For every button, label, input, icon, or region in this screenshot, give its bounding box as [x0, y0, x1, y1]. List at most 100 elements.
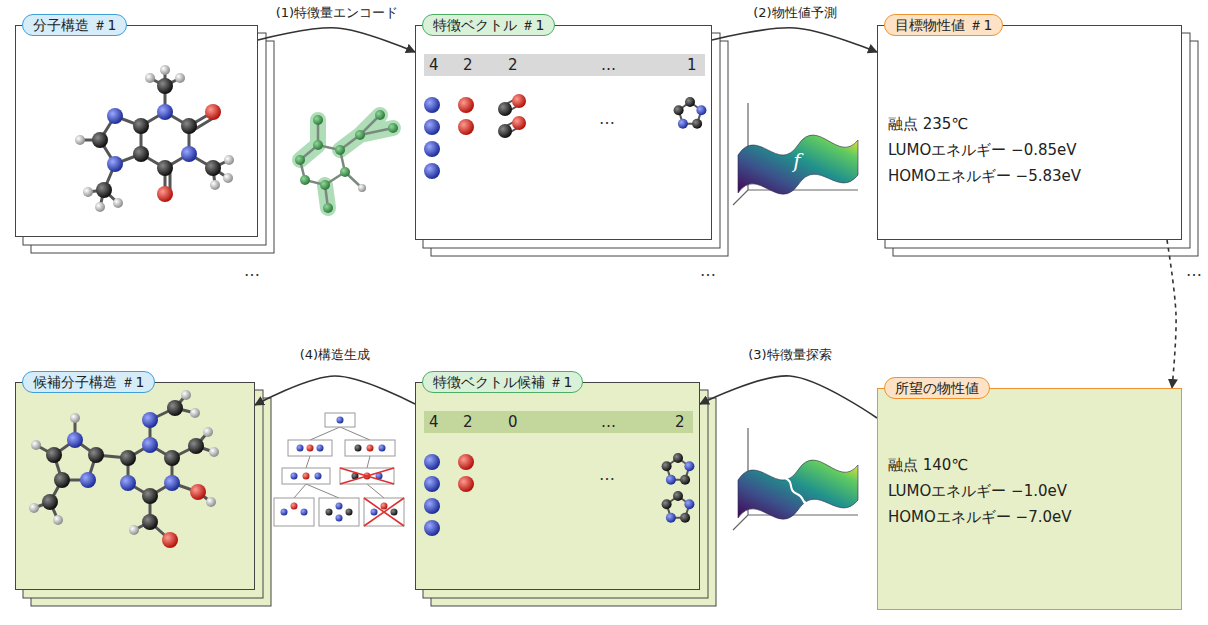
property-value: HOMOエネルギー −7.0eV	[888, 507, 1072, 527]
property-value: 融点 235℃	[888, 114, 968, 134]
illustration-part	[133, 146, 149, 162]
illustration-part	[458, 119, 474, 135]
illustration-part	[738, 460, 858, 519]
flow-arrow	[1167, 240, 1176, 388]
illustration-part	[498, 124, 512, 138]
illustration-part	[297, 445, 304, 452]
illustration-part	[388, 123, 398, 133]
illustration-part	[458, 454, 474, 470]
illustration-part	[303, 473, 310, 480]
illustration-part	[320, 180, 330, 190]
card-title-tab: 目標物性値 ＃1	[884, 14, 1003, 36]
illustration-part	[424, 119, 440, 135]
property-surface	[733, 103, 858, 205]
property-card: 所望の物性値融点 140℃LUMOエネルギー −1.0eVHOMOエネルギー −…	[877, 388, 1182, 610]
card-title-tab: 分子構造 ＃1	[22, 14, 127, 36]
illustration-part	[381, 503, 388, 510]
illustration-part	[674, 97, 707, 129]
ellipsis-mark: …	[700, 262, 716, 280]
feature-count: 2	[675, 412, 685, 432]
illustration-part	[498, 102, 512, 116]
illustration-part	[162, 532, 178, 548]
illustration-part	[294, 427, 384, 498]
illustration-part	[300, 115, 393, 208]
illustration-part	[326, 509, 333, 516]
feature-count: …	[601, 55, 616, 75]
illustration-part	[662, 453, 695, 485]
feature-count: 0	[508, 412, 518, 432]
illustration-part	[375, 110, 385, 120]
illustration-part	[424, 476, 440, 492]
step-label: (2)物性値予測	[751, 4, 838, 22]
flow-arrow	[255, 376, 415, 405]
illustration-part	[31, 440, 41, 450]
illustration-part	[206, 497, 216, 507]
function-symbol: f	[793, 150, 800, 172]
property-card: 目標物性値 ＃1融点 235℃LUMOエネルギー −0.85eVHOMOエネルギ…	[877, 25, 1182, 240]
illustration-part	[205, 160, 221, 176]
illustration-part	[424, 141, 440, 157]
card-ground	[15, 25, 258, 237]
molecule-card: 分子構造 ＃1	[15, 25, 258, 237]
illustration-part	[181, 146, 197, 162]
illustration-part	[371, 509, 378, 516]
illustration-part	[346, 509, 353, 516]
illustration-part	[145, 73, 155, 83]
illustration-part	[300, 175, 310, 185]
card-title-tab: 候補分子構造 ＃1	[22, 371, 155, 393]
card-ground	[877, 25, 1182, 240]
illustration-part	[319, 498, 359, 526]
illustration-part	[75, 135, 85, 145]
card-ground	[415, 382, 700, 590]
illustration-part	[337, 417, 344, 424]
illustration-part	[458, 97, 474, 113]
card-title-tab: 特徴ベクトル ＃1	[422, 14, 555, 36]
illustration-part	[88, 447, 104, 463]
illustration-part	[355, 445, 362, 452]
illustration-part	[336, 515, 343, 522]
illustration-part	[80, 472, 96, 488]
illustration-part	[738, 135, 858, 194]
step-label: (4)構造生成	[298, 346, 372, 364]
illustration-part	[42, 494, 58, 510]
illustration-part	[313, 115, 323, 125]
property-value: HOMOエネルギー −5.83eV	[888, 166, 1081, 186]
illustration-part	[96, 182, 112, 198]
illustration-part	[92, 132, 108, 148]
flow-arrow	[258, 28, 415, 52]
card-title-tab: 所望の物性値	[884, 377, 990, 399]
feature-vector-card: 特徴ベクトル ＃1422…1	[415, 25, 712, 240]
illustration-part	[379, 445, 386, 452]
illustration-part	[175, 73, 185, 83]
property-value: LUMOエネルギー −1.0eV	[888, 481, 1067, 501]
illustration-part	[188, 438, 204, 454]
illustration-part	[300, 115, 393, 208]
ellipsis-mark: …	[1186, 262, 1202, 280]
illustration-part	[181, 118, 197, 134]
step-label: (3)特徴量探索	[746, 346, 833, 364]
illustration-part	[142, 488, 158, 504]
substructure-highlight	[295, 110, 398, 213]
illustration-part	[67, 432, 83, 448]
illustration-part	[120, 450, 136, 466]
illustration-part	[317, 445, 324, 452]
illustration-part	[424, 97, 440, 113]
feature-count: 2	[463, 412, 473, 432]
illustration-part	[785, 478, 809, 506]
illustration-part	[424, 520, 440, 536]
feature-atoms	[424, 94, 706, 179]
illustration-part	[424, 163, 440, 179]
count-row: 420…2	[424, 411, 693, 433]
illustration-part	[80, 70, 229, 207]
card-title-tab: 特徴ベクトル候補 ＃1	[422, 371, 583, 393]
illustration-part	[301, 509, 308, 516]
feature-count: 1	[687, 55, 697, 75]
property-value: 融点 140℃	[888, 455, 968, 475]
illustration-part	[203, 427, 213, 437]
illustration-part	[142, 514, 158, 530]
illustration-part	[313, 140, 323, 150]
illustration-part	[391, 509, 398, 516]
illustration-part	[70, 413, 80, 423]
